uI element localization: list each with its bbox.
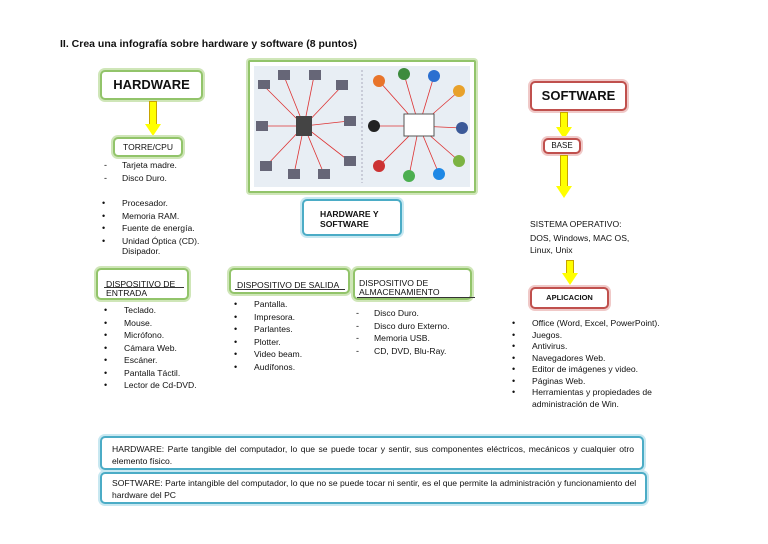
- os-text: DOS, Windows, MAC OS, Linux, Unix: [530, 233, 630, 255]
- hardware-arrow-head: [145, 124, 161, 136]
- base-box: BASE: [543, 138, 581, 154]
- list-item: Pantalla Táctil.: [102, 367, 197, 380]
- list-item: Micrófono.: [102, 329, 197, 342]
- software-definition: SOFTWARE: Parte intangible del computado…: [112, 478, 637, 500]
- list-item: Herramientas y propiedades de administra…: [510, 387, 660, 410]
- hw-sw-label: HARDWARE Y SOFTWARE: [320, 209, 379, 229]
- list-item: Juegos.: [510, 330, 660, 342]
- list-item: Memoria RAM.: [100, 210, 199, 223]
- software-label: SOFTWARE: [541, 88, 616, 103]
- salida-label: DISPOSITIVO DE SALIDA: [237, 280, 340, 290]
- torre-cpu-label: TORRE/CPU: [123, 142, 173, 152]
- hardware-arrow-shaft: [149, 101, 157, 125]
- list-item: Mouse.: [102, 317, 197, 330]
- entrada-list: Teclado. Mouse. Micrófono. Cámara Web. E…: [102, 304, 197, 392]
- list-item: Audífonos.: [232, 361, 302, 374]
- list-item: Tarjeta madre.: [100, 159, 177, 172]
- torre-list-top: Tarjeta madre. Disco Duro.: [100, 159, 177, 184]
- list-item: Páginas Web.: [510, 376, 660, 388]
- aplicacion-label: APLICACION: [546, 293, 593, 302]
- hw-sw-illustration: [248, 60, 476, 193]
- salida-box: DISPOSITIVO DE SALIDA: [229, 268, 350, 294]
- list-item: Parlantes.: [232, 323, 302, 336]
- list-item: Cámara Web.: [102, 342, 197, 355]
- list-item: Disco Duro.: [100, 172, 177, 185]
- software-arrow-shaft-2: [560, 155, 568, 187]
- software-arrow-head-3: [562, 273, 578, 285]
- torre-list-bottom: Procesador. Memoria RAM. Fuente de energ…: [100, 197, 199, 247]
- hardware-definition: HARDWARE: Parte tangible del computador,…: [112, 444, 634, 466]
- list-item: Plotter.: [232, 336, 302, 349]
- os-title: SISTEMA OPERATIVO:: [530, 219, 622, 229]
- software-arrow-shaft-3: [566, 260, 574, 274]
- almacenamiento-label: DISPOSITIVO DE ALMACENAMIENTO: [359, 278, 440, 297]
- list-item: Antivirus.: [510, 341, 660, 353]
- aplicacion-box: APLICACION: [530, 287, 609, 309]
- aplicacion-list: Office (Word, Excel, PowerPoint). Juegos…: [510, 318, 660, 410]
- salida-list: Pantalla. Impresora. Parlantes. Plotter.…: [232, 298, 302, 373]
- list-item: Video beam.: [232, 348, 302, 361]
- hardware-box: HARDWARE: [100, 70, 203, 100]
- torre-cpu-box: TORRE/CPU: [113, 137, 183, 157]
- list-item: Navegadores Web.: [510, 353, 660, 365]
- list-item: Unidad Óptica (CD).: [100, 235, 199, 248]
- software-arrow-shaft-1: [560, 112, 568, 128]
- list-item: Teclado.: [102, 304, 197, 317]
- list-item: Fuente de energía.: [100, 222, 199, 235]
- list-item: Lector de Cd-DVD.: [102, 379, 197, 392]
- entrada-label: DISPOSITIVO DE ENTRADA: [106, 279, 176, 298]
- almacenamiento-underline: [357, 297, 475, 298]
- hardware-label: HARDWARE: [113, 77, 190, 92]
- software-box: SOFTWARE: [530, 81, 627, 111]
- list-item: CD, DVD, Blu-Ray.: [352, 345, 449, 358]
- list-item: Disco duro Externo.: [352, 320, 449, 333]
- hw-sw-network-icon: [254, 66, 470, 187]
- list-item: Editor de imágenes y video.: [510, 364, 660, 376]
- hw-sw-box: HARDWARE Y SOFTWARE: [302, 199, 402, 236]
- software-arrow-head-2: [556, 186, 572, 198]
- software-definition-box: SOFTWARE: Parte intangible del computado…: [100, 472, 647, 504]
- entrada-underline: [104, 287, 184, 288]
- page-title: II. Crea una infografía sobre hardware y…: [60, 38, 357, 50]
- hardware-definition-box: HARDWARE: Parte tangible del computador,…: [100, 436, 644, 470]
- software-arrow-head-1: [556, 127, 572, 139]
- entrada-box: DISPOSITIVO DE ENTRADA: [96, 268, 189, 300]
- base-label: BASE: [551, 141, 573, 150]
- list-item: Office (Word, Excel, PowerPoint).: [510, 318, 660, 330]
- list-item: Pantalla.: [232, 298, 302, 311]
- almacenamiento-list: Disco Duro. Disco duro Externo. Memoria …: [352, 307, 449, 357]
- list-item: Escáner.: [102, 354, 197, 367]
- list-item: Memoria USB.: [352, 332, 449, 345]
- salida-underline: [235, 289, 345, 290]
- list-item: Disco Duro.: [352, 307, 449, 320]
- list-item: Impresora.: [232, 311, 302, 324]
- torre-last-item: Disipador.: [122, 246, 161, 256]
- almacenamiento-box: DISPOSITIVO DE ALMACENAMIENTO: [353, 268, 472, 300]
- list-item: Procesador.: [100, 197, 199, 210]
